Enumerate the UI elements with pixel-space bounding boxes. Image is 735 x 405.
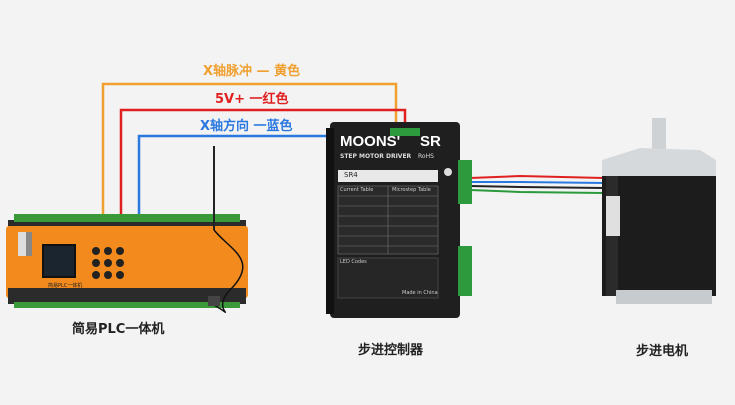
motor-wire-blue: [470, 181, 605, 184]
red-wire: [119, 108, 407, 218]
driver-microstep-table: Microstep Table: [392, 187, 431, 193]
driver-rohs: RoHS: [418, 153, 434, 160]
stepper-driver: [326, 122, 472, 318]
driver-subtitle: STEP MOTOR DRIVER: [340, 153, 412, 160]
label-x-direction: X轴方向 一蓝色: [200, 119, 293, 134]
caption-motor: 步进电机: [636, 344, 689, 359]
caption-driver: 步进控制器: [358, 343, 424, 358]
driver-led-codes: LED Codes: [340, 259, 367, 265]
driver-current-table: Current Table: [340, 187, 374, 193]
driver-made-in: Made in China: [402, 290, 438, 296]
driver-brand: MOONS': [340, 133, 401, 150]
yellow-wire: [101, 82, 398, 218]
driver-label: SR4: [344, 171, 358, 179]
motor-wire-green: [469, 189, 605, 194]
plc-unit: [6, 146, 248, 313]
label-power: 5V+ 一红色: [215, 92, 289, 107]
motor-wire-black: [469, 185, 605, 189]
stepper-motor: [602, 118, 716, 304]
driver-model: SR: [420, 133, 441, 150]
plc-panel-label: 简易PLC一体机: [48, 283, 83, 289]
label-x-pulse: X轴脉冲 — 黄色: [203, 64, 301, 79]
motor-wire-red: [469, 174, 605, 179]
caption-plc: 简易PLC一体机: [72, 322, 165, 337]
